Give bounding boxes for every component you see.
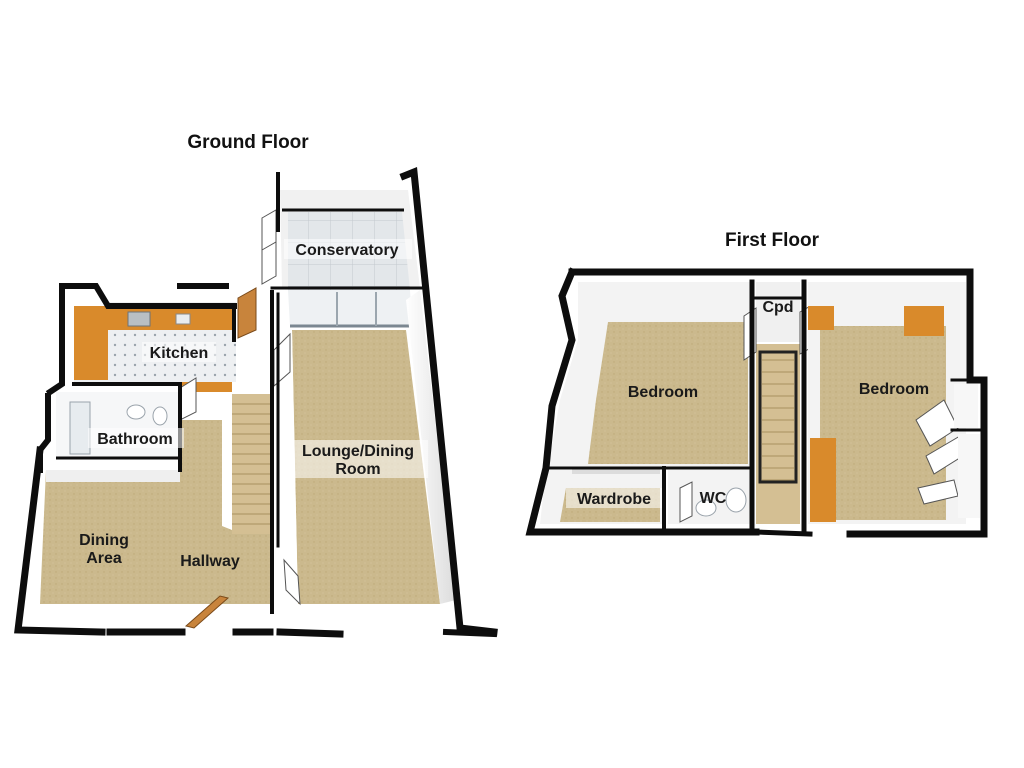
wc-room [668,470,750,524]
wardrobe-label: Wardrobe [577,491,651,508]
first-floor: First Floor Cpd Bedroom Bedroom Wardrobe… [525,230,988,538]
ground-floor: Ground Floor Conservatory Kitchen Bathro… [14,132,498,638]
kitchen-room [62,286,257,392]
kitchen-label: Kitchen [150,345,209,362]
dining-area-label-line1: Dining [79,532,129,549]
first-stairs [756,344,800,524]
bedroom-left-room [548,282,752,468]
conservatory-label: Conservatory [295,242,398,259]
bedroom-left-label: Bedroom [628,384,698,401]
hallway-dining-floor [40,396,270,604]
ground-walls [14,167,498,638]
ground-stairs [222,392,272,534]
bedroom-right-room [808,282,980,524]
dining-area-label-line2: Area [86,550,122,567]
ground-floor-title: Ground Floor [187,132,309,153]
front-door [184,595,230,629]
cpd-label: Cpd [762,299,793,316]
bathroom-label: Bathroom [97,431,173,448]
wc-label: WC [700,490,727,507]
hallway-label: Hallway [180,553,240,570]
first-walls [525,267,988,538]
first-floor-title: First Floor [725,230,820,251]
conservatory-room [261,172,420,328]
lounge-label-line1: Lounge/Dining [302,443,414,460]
lounge-label-line2: Room [335,461,380,478]
bedroom-right-label: Bedroom [859,381,929,398]
